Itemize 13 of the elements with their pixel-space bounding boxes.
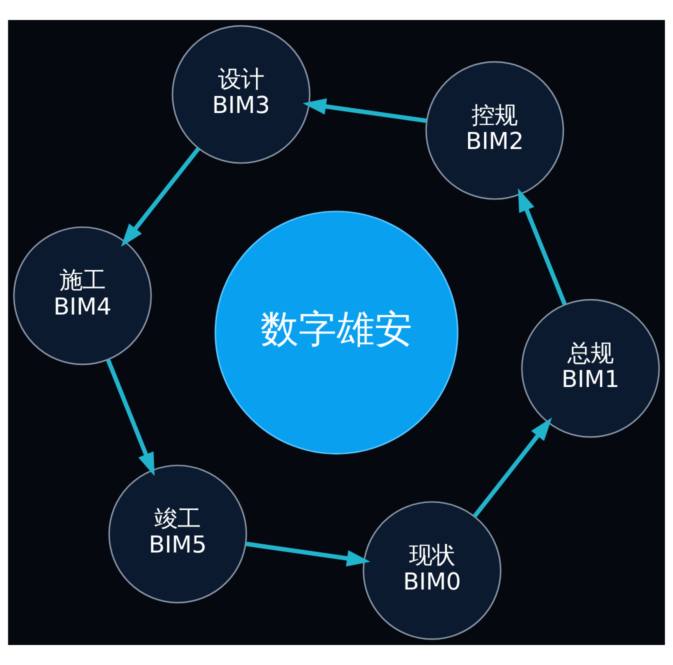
node-circle: 施工 BIM4 [13,226,152,366]
arrow [121,147,200,247]
arrow [302,98,428,123]
node-circle: 现状 BIM0 [362,501,502,640]
arrow [472,417,552,518]
node-circle: 竣工 BIM5 [108,464,248,604]
node-circle: 总规 BIM1 [521,299,660,438]
arrow [246,542,370,566]
node-circle: 数字雄安 [214,210,458,454]
node-circle: 控规 BIM2 [425,61,564,200]
arrow [106,358,155,476]
arrow [518,188,567,306]
node-circle: 设计 BIM3 [172,25,310,164]
